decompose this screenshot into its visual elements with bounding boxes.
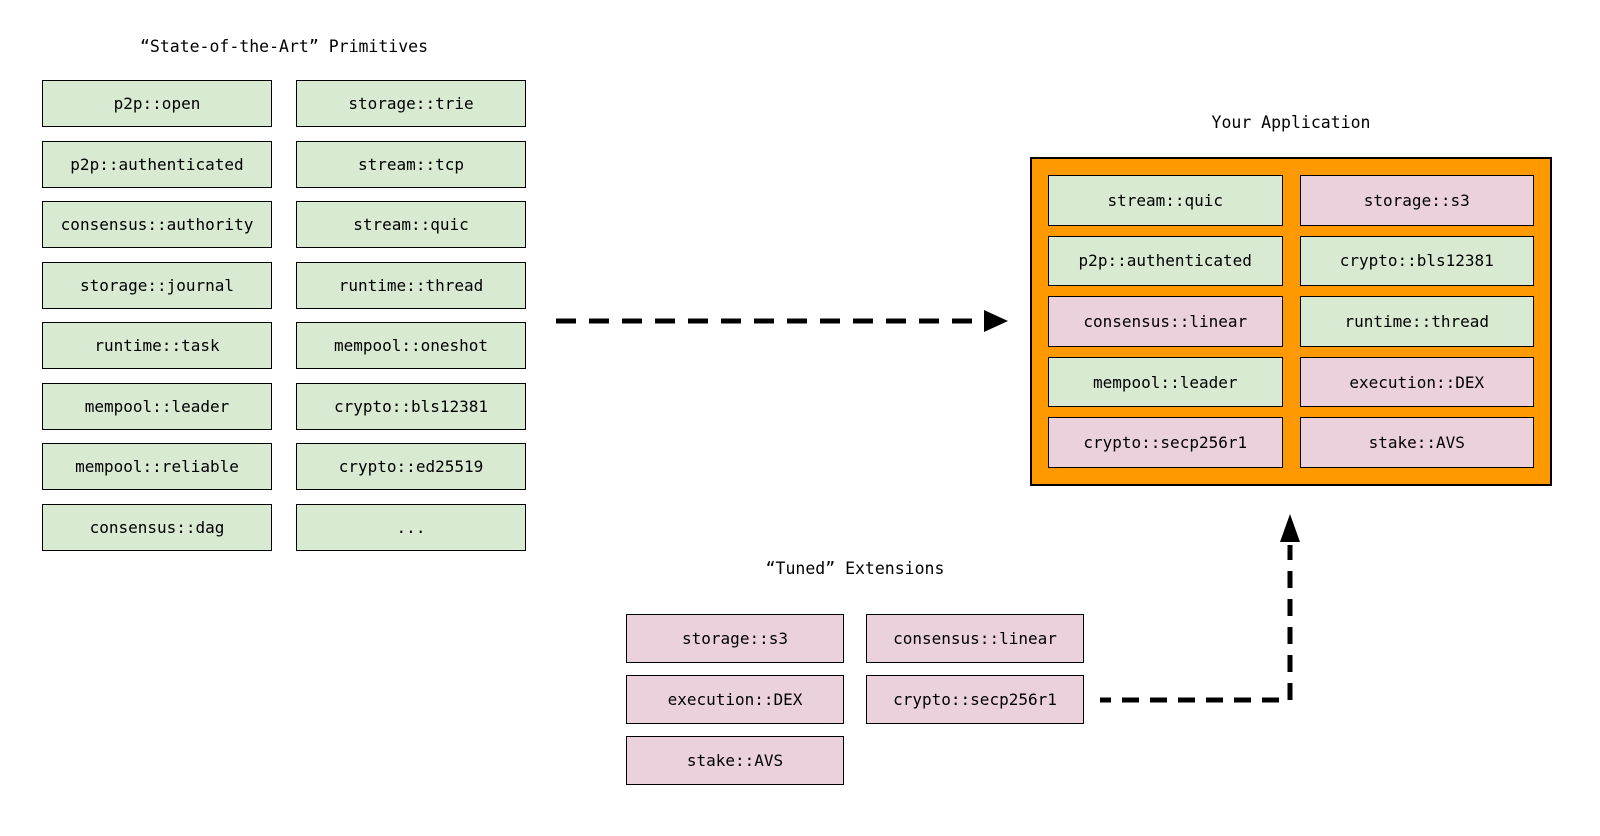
extensions-title: “Tuned” Extensions [765,559,945,578]
primitive-box: runtime::thread [296,261,526,309]
extension-box: stake::AVS [626,736,844,785]
app-module-box: runtime::thread [1299,296,1534,347]
primitives-column-2: storage::trie stream::tcp stream::quic r… [296,80,526,551]
primitive-box: consensus::dag [42,503,272,551]
primitive-box: mempool::reliable [42,443,272,490]
app-module-box: stream::quic [1048,175,1283,226]
primitive-box: runtime::task [42,322,272,369]
right-arrowhead-icon [984,310,1008,332]
primitive-box-ellipsis: ... [296,503,526,551]
extensions-column-1: storage::s3 execution::DEX stake::AVS [626,614,844,785]
primitive-box: p2p::authenticated [42,140,272,188]
extension-box: execution::DEX [626,675,844,724]
primitive-box: mempool::oneshot [296,322,526,369]
primitive-box: crypto::ed25519 [296,443,526,490]
app-module-box: crypto::secp256r1 [1048,417,1283,468]
primitive-box: p2p::open [42,80,272,127]
primitives-column-1: p2p::open p2p::authenticated consensus::… [42,80,272,551]
extensions-column-2: consensus::linear crypto::secp256r1 [866,614,1084,724]
primitive-box: consensus::authority [42,201,272,248]
application-container: stream::quic storage::s3 p2p::authentica… [1030,157,1552,486]
app-module-box: execution::DEX [1299,356,1534,408]
extension-box: storage::s3 [626,614,844,663]
extension-box: crypto::secp256r1 [866,675,1084,724]
primitive-box: storage::journal [42,261,272,309]
app-module-box: crypto::bls12381 [1299,235,1534,287]
primitive-box: stream::quic [296,201,526,248]
app-module-box: consensus::linear [1048,296,1283,347]
app-module-box: mempool::leader [1048,356,1283,408]
primitive-box: storage::trie [296,80,526,127]
extensions-to-app-dashed-arrow [1100,545,1293,703]
extension-box: consensus::linear [866,614,1084,663]
primitive-box: mempool::leader [42,382,272,430]
app-module-box: p2p::authenticated [1048,235,1283,287]
app-module-box: storage::s3 [1299,175,1534,226]
primitive-box: stream::tcp [296,140,526,188]
up-arrowhead-icon [1280,514,1300,542]
primitives-title: “State-of-the-Art” Primitives [139,37,429,56]
application-title: Your Application [1211,113,1371,132]
app-module-box: stake::AVS [1299,417,1534,468]
primitive-box: crypto::bls12381 [296,382,526,430]
